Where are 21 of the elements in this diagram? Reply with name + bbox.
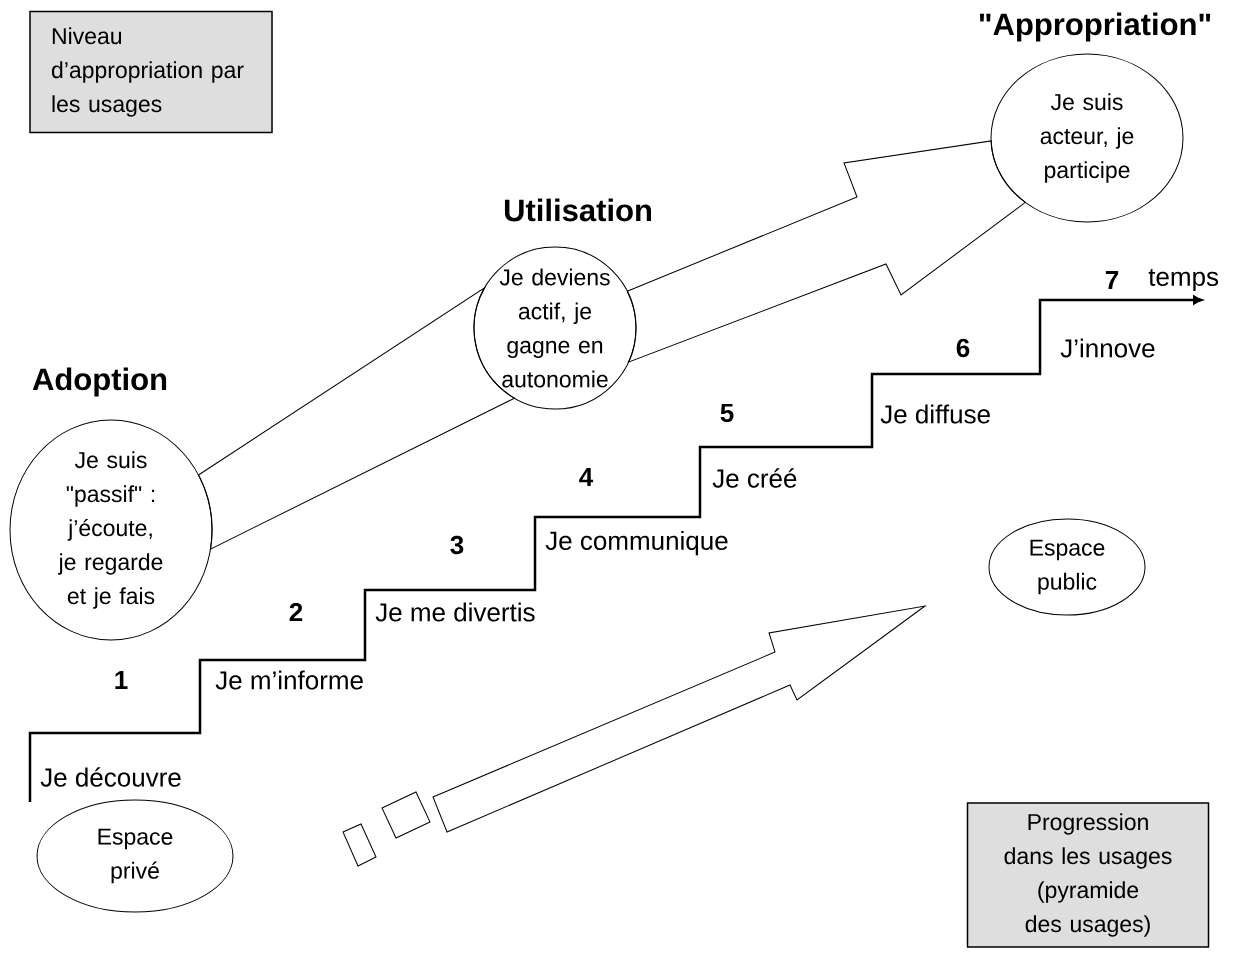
step-number: 5 bbox=[720, 403, 734, 423]
heading: Adoption bbox=[32, 367, 167, 397]
step-label: Je m’informe bbox=[215, 670, 363, 690]
step-number: 7 bbox=[1105, 271, 1119, 289]
step-number: 3 bbox=[450, 535, 464, 555]
band-arrow bbox=[198, 287, 516, 550]
step-label: Je me divertis bbox=[375, 602, 535, 622]
step-label: Je communique bbox=[545, 530, 728, 556]
step-label: Je créé bbox=[712, 468, 797, 488]
heading: "Appropriation" bbox=[979, 12, 1211, 42]
axis-label: temps bbox=[1148, 268, 1219, 292]
step-label: Je diffuse bbox=[880, 404, 990, 424]
text-box: Niveau d’appropriation par les usages bbox=[29, 10, 273, 134]
step-label: J’innove bbox=[1060, 338, 1155, 358]
step-number: 2 bbox=[289, 602, 303, 622]
band-arrow bbox=[626, 140, 1026, 363]
step-number: 4 bbox=[579, 468, 594, 486]
text-box: Progression dans les usages (pyramide des usages) bbox=[966, 802, 1210, 948]
step-number: 1 bbox=[115, 671, 128, 689]
heading: Utilisation bbox=[504, 198, 651, 222]
step-number: 6 bbox=[956, 338, 970, 358]
